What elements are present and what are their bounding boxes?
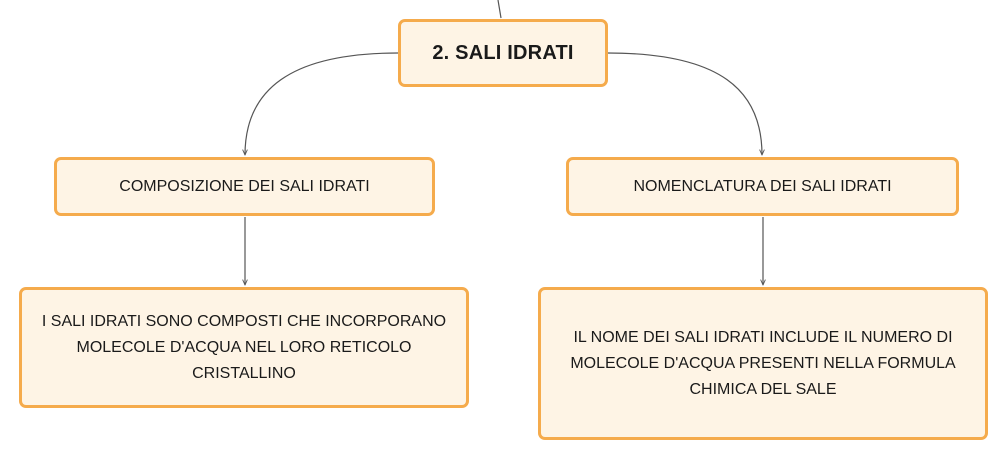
- nomenclature-node[interactable]: NOMENCLATURA DEI SALI IDRATI: [566, 157, 959, 216]
- nomenclature-node-label: NOMENCLATURA DEI SALI IDRATI: [633, 177, 892, 195]
- composition-description-node[interactable]: I SALI IDRATI SONO COMPOSTI CHE INCORPOR…: [19, 287, 469, 408]
- connector-from-parent: [497, 0, 502, 19]
- root-node[interactable]: 2. SALI IDRATI: [398, 19, 608, 87]
- connector-root-to-right: [607, 52, 762, 155]
- nomenclature-description-node[interactable]: IL NOME DEI SALI IDRATI INCLUDE IL NUMER…: [538, 287, 988, 440]
- nomenclature-description-text: IL NOME DEI SALI IDRATI INCLUDE IL NUMER…: [570, 328, 956, 398]
- root-node-label: 2. SALI IDRATI: [432, 41, 574, 64]
- composition-description-text: I SALI IDRATI SONO COMPOSTI CHE INCORPOR…: [41, 312, 447, 382]
- connector-root-to-left: [245, 52, 399, 155]
- composition-node[interactable]: COMPOSIZIONE DEI SALI IDRATI: [54, 157, 435, 216]
- composition-node-label: COMPOSIZIONE DEI SALI IDRATI: [119, 177, 370, 195]
